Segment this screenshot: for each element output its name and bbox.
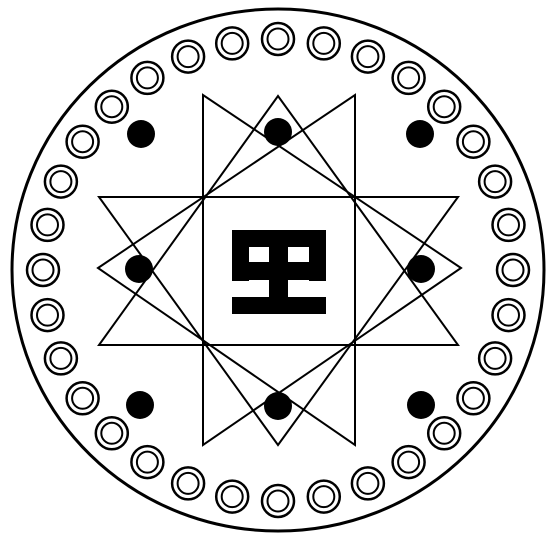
ring-inner [101,96,122,117]
ring-inner [485,171,506,192]
ring-inner [357,46,378,67]
ring-inner [313,486,334,507]
ring-inner [222,486,243,507]
ring-inner [498,305,519,326]
solid-dot [264,392,292,420]
ring-inner [37,305,58,326]
ring-inner [398,67,419,88]
ring-inner [498,214,519,235]
solid-dot [264,118,292,146]
solid-dot [407,391,435,419]
solid-dot [127,120,155,148]
ring-inner [313,33,334,54]
ring-inner [485,348,506,369]
solid-dot [406,120,434,148]
ring-inner [463,131,484,152]
ring-inner [268,491,289,512]
solid-dot [125,255,153,283]
ring-inner [33,260,54,281]
ring-inner [178,46,199,67]
ring-inner [137,452,158,473]
ring-inner [357,473,378,494]
ring-inner [222,33,243,54]
ring-inner [268,29,289,50]
ring-inner [72,388,93,409]
swastika-symbol [232,230,326,314]
ring-inner [503,260,524,281]
ring-inner [398,452,419,473]
solid-dot [407,255,435,283]
ring-inner [178,473,199,494]
ring-inner [72,131,93,152]
ring-inner [37,214,58,235]
ring-inner [463,388,484,409]
ring-inner [137,67,158,88]
ring-inner [50,348,71,369]
ring-inner [50,171,71,192]
ring-inner [434,423,455,444]
ring-inner [101,423,122,444]
ring-inner [434,96,455,117]
solid-dot [126,391,154,419]
